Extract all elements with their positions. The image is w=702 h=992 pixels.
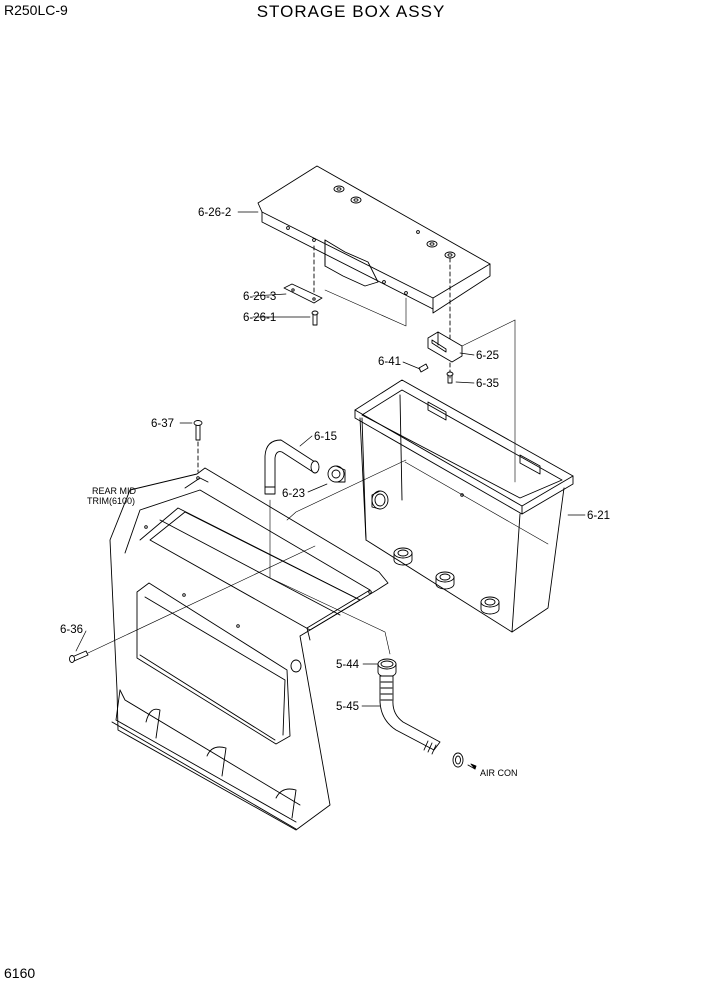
screw-6-35 [446,371,454,384]
screw-6-26-1 [311,310,319,326]
callout-5-44: 5-44 [336,659,360,671]
rear-mid-trim-panel [109,459,407,831]
callout-6-37: 6-37 [151,418,174,430]
screw-6-37 [193,420,203,473]
storage-lid [257,165,491,379]
latch-6-25 [427,331,463,363]
callout-6-25: 6-25 [476,350,499,362]
screw-6-41 [418,363,429,373]
callout-6-36: 6-36 [60,624,83,636]
note-rear-mid: REAR MID [92,486,137,496]
callout-6-21: 6-21 [587,510,610,522]
screw-6-36 [69,545,316,663]
hose-6-15 [264,439,320,495]
storage-box [354,319,574,633]
callout-6-26-2: 6-26-2 [198,207,231,219]
clamp-6-23 [327,465,346,483]
strap-6-26-3 [283,283,323,304]
callout-6-15: 6-15 [314,431,337,443]
callout-6-23: 6-23 [282,488,305,500]
note-air-con: AIR CON [480,768,518,778]
page-number: 6160 [4,965,36,981]
callout-6-26-3: 6-26-3 [243,291,276,303]
duct-5-45 [379,675,477,770]
leader-lines [75,211,586,707]
callout-6-41: 6-41 [378,356,401,368]
note-trim: TRIM(6100) [87,496,135,506]
callout-5-45: 5-45 [336,701,359,713]
model-code: R250LC-9 [4,2,68,18]
diagram-title: STORAGE BOX ASSY [256,2,446,21]
vent-5-44 [377,658,397,678]
callout-6-35: 6-35 [476,378,499,390]
callout-6-26-1: 6-26-1 [243,312,276,324]
